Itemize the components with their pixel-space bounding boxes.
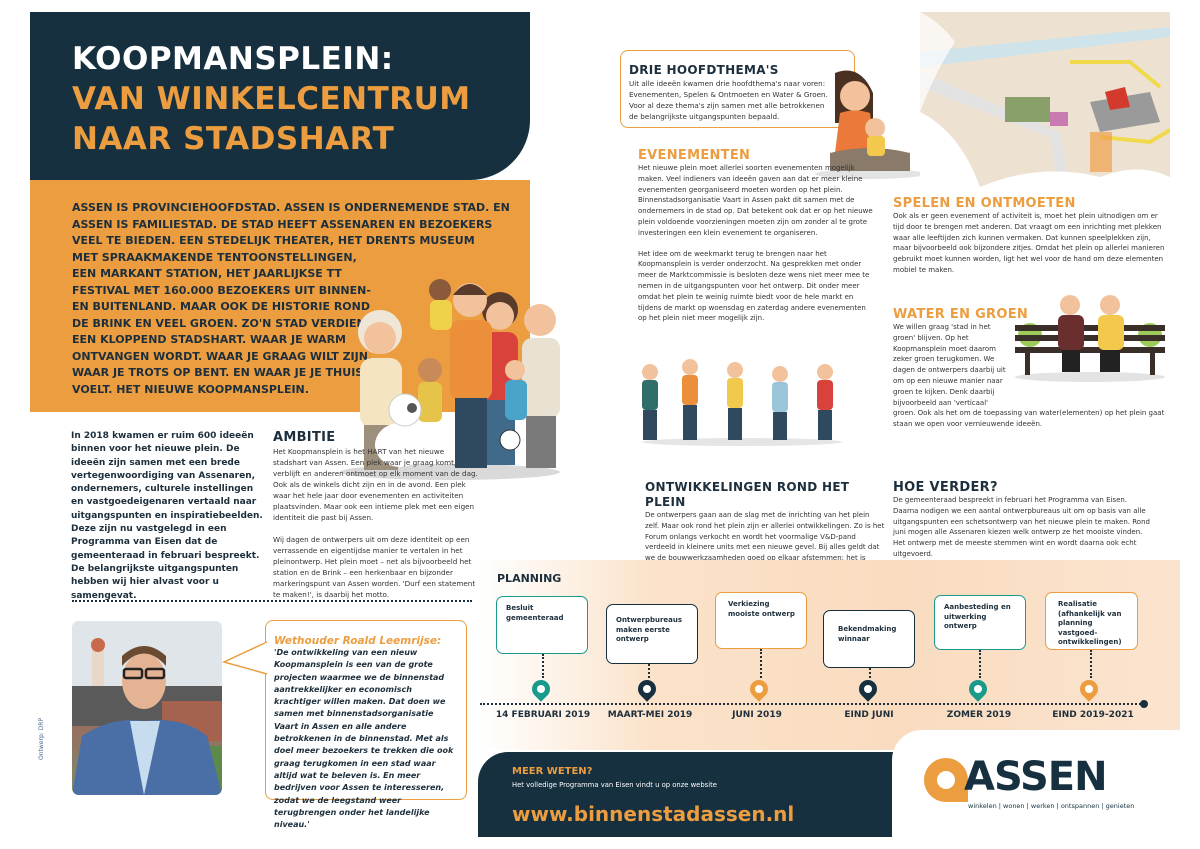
water-heading: WATER EN GROEN: [893, 307, 1029, 322]
step-date: JUNI 2019: [732, 710, 782, 720]
spelen-text: Ook als er geen evenement of activiteit …: [893, 212, 1165, 274]
themes-box: DRIE HOOFDTHEMA'S Uit alle ideeën kwamen…: [620, 50, 855, 128]
step-connector: [542, 654, 544, 678]
themes-text: Uit alle ideeën kwamen drie hoofdthema's…: [629, 79, 828, 121]
timeline-step: Besluit gemeenteraad: [496, 596, 588, 654]
section-spelen-ontmoeten: SPELEN EN ONTMOETEN Ook als er geen even…: [893, 196, 1171, 276]
timeline-step: Bekendmaking winnaar: [823, 610, 915, 668]
ambitie-paragraph-1: Het Koopmansplein is het HART van het ni…: [273, 447, 478, 522]
intro-block: ASSEN IS PROVINCIEHOOFDSTAD. ASSEN IS ON…: [30, 180, 560, 480]
logo-tagline: winkelen | wonen | werken | ontspannen |…: [968, 802, 1135, 810]
page-title-line2: VAN WINKELCENTRUM: [72, 81, 471, 117]
intro-line: EEN MARKANT STATION, HET JAARLIJKSE TT: [72, 267, 342, 280]
dancing-people-illustration: [642, 359, 842, 446]
elderly-couple-bench-illustration: [1015, 295, 1165, 382]
quote-text: 'De ontwikkeling van een nieuw Koopmansp…: [274, 648, 454, 830]
water-text-wide: groen. Ook als het om de toepassing van …: [893, 409, 1165, 429]
step-date: 14 FEBRUARI 2019: [495, 710, 591, 720]
logo-pin-icon: [924, 758, 968, 802]
footer-text: Het volledige Programma van Eisen vindt …: [512, 781, 717, 789]
section-water-groen: WATER EN GROEN We willen graag 'stad in …: [893, 307, 1173, 430]
ambitie-paragraph-2: Wij dagen de ontwerpers uit om deze iden…: [273, 535, 476, 599]
evenementen-paragraph-2: Het idee om de weekmarkt terug te brenge…: [638, 249, 870, 323]
step-label: Verkiezing mooiste ontwerp: [728, 600, 795, 618]
intro-line: DE BRINK EN VEEL GROEN. ZO'N STAD VERDIE…: [72, 316, 374, 330]
woman-child-illustration: [815, 70, 925, 179]
ontwikkelingen-heading: ONTWIKKELINGEN ROND HET PLEIN: [645, 480, 850, 509]
intro-line: WAAR JE TROTS OP BENT. EN WAAR JE JE THU…: [72, 366, 364, 379]
website-link[interactable]: www.binnenstadassen.nl: [512, 802, 795, 826]
step-label: Ontwerpbureaus maken eerste ontwerp: [616, 616, 683, 643]
design-credit: Ontwerp: DRP: [38, 717, 45, 760]
intro-summary: In 2018 kwamen er ruim 600 ideeën binnen…: [71, 431, 263, 601]
intro-line: VEEL TE BIEDEN. EEN STEDELIJK THEATER, H…: [72, 234, 475, 247]
map-illustration: [920, 12, 1170, 187]
step-connector: [760, 649, 762, 678]
page-title-line3: NAAR STADSHART: [72, 121, 395, 157]
intro-line: EEN KLOPPEND STADSHART. WAAR JE WARM: [72, 333, 347, 346]
family-illustration: [340, 279, 560, 480]
portrait-image: [72, 621, 222, 795]
step-connector: [648, 664, 650, 678]
hoe-verder-text: De gemeenteraad bespreekt in februari he…: [893, 496, 1150, 558]
title-block: KOOPMANSPLEIN: VAN WINKELCENTRUM NAAR ST…: [30, 12, 530, 180]
page-title-line1: KOOPMANSPLEIN:: [72, 41, 394, 77]
area-map: [920, 12, 1170, 187]
timeline-end-dot: [1140, 700, 1148, 708]
evenementen-paragraph-1: Het nieuwe plein moet allerlei soorten e…: [638, 164, 873, 237]
step-label: Aanbesteding en uitwerking ontwerp: [944, 603, 1011, 630]
step-date: ZOMER 2019: [946, 710, 1012, 720]
step-label: Realisatie (afhankelijk van planning vas…: [1058, 600, 1122, 646]
timeline-step: Aanbesteding en uitwerking ontwerp: [934, 595, 1026, 650]
intro-line: ONTVANGEN WORDT. WAAR JE GRAAG WILT ZIJN…: [72, 349, 373, 363]
intro-line: MET SPRAAKMAKENDE TENTOONSTELLINGEN,: [72, 250, 357, 264]
timeline-step: Realisatie (afhankelijk van planning vas…: [1045, 592, 1138, 650]
step-connector: [869, 668, 871, 678]
step-connector: [979, 650, 981, 678]
timeline-step: Verkiezing mooiste ontwerp: [715, 592, 807, 649]
evenementen-heading: EVENEMENTEN: [638, 148, 751, 163]
quote-author: Wethouder Roald Leemrijse:: [274, 635, 442, 647]
intro-line: VOELT. HET NIEUWE KOOPMANSPLEIN.: [72, 382, 309, 396]
themes-heading: DRIE HOOFDTHEMA'S: [629, 63, 779, 77]
intro-line: FESTIVAL MET 160.000 BEZOEKERS UIT BINNE…: [72, 283, 371, 297]
step-date: EIND 2019-2021: [1052, 710, 1134, 720]
wethouder-photo: [72, 621, 222, 795]
spelen-heading: SPELEN EN ONTMOETEN: [893, 196, 1076, 211]
hoe-verder-heading: HOE VERDER?: [893, 480, 998, 495]
step-label: Besluit gemeenteraad: [506, 604, 564, 622]
intro-line: EN BUITENLAND. MAAR OOK DE HISTORIE ROND: [72, 300, 370, 313]
section-ambitie: AMBITIE Het Koopmansplein is het HART va…: [273, 430, 478, 600]
intro-line: ASSEN IS FAMILIESTAD. DE STAD HEEFT ASSE…: [72, 217, 493, 231]
logo-wordmark: ASSEN: [964, 754, 1108, 800]
step-date: MAART-MEI 2019: [607, 710, 693, 720]
assen-logo-box: ASSEN winkelen | wonen | werken | ontspa…: [892, 730, 1180, 840]
footer-info: MEER WETEN? Het volledige Programma van …: [478, 752, 898, 837]
quote-box: Wethouder Roald Leemrijse: 'De ontwikkel…: [265, 620, 467, 829]
intro-text: ASSEN IS PROVINCIEHOOFDSTAD. ASSEN IS ON…: [72, 200, 510, 398]
step-label: Bekendmaking winnaar: [838, 625, 897, 643]
timeline-step: Ontwerpbureaus maken eerste ontwerp: [606, 604, 698, 664]
footer-heading: MEER WETEN?: [512, 766, 593, 777]
intro-line: ASSEN IS PROVINCIEHOOFDSTAD. ASSEN IS ON…: [72, 201, 510, 214]
ambitie-heading: AMBITIE: [273, 430, 336, 445]
step-connector: [1090, 650, 1092, 678]
divider: [72, 600, 472, 602]
timeline-axis: [480, 703, 1145, 705]
water-text-narrow: We willen graag 'stad in het groen' blij…: [893, 323, 1006, 407]
section-hoe-verder: HOE VERDER? De gemeenteraad bespreekt in…: [893, 480, 1153, 560]
section-evenementen: EVENEMENTEN Het nieuwe plein moet allerl…: [638, 148, 873, 324]
step-date: EIND JUNI: [844, 710, 894, 720]
speech-bubble-pointer: [222, 641, 268, 675]
planning-heading: PLANNING: [497, 572, 562, 585]
